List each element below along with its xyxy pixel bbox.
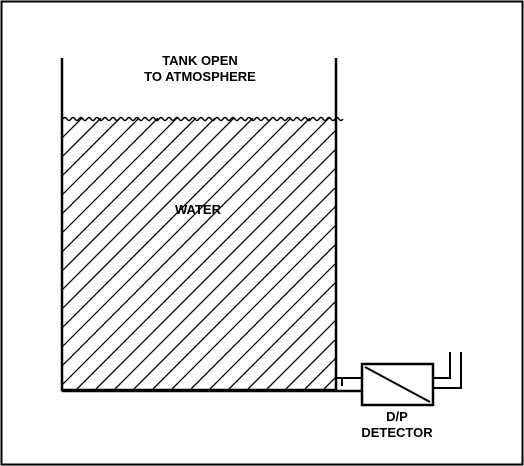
hatch-line [63,118,292,347]
hatch-line [228,281,336,389]
hatch-line [266,319,336,389]
hatch-line [63,118,178,233]
detector-label-line2: DETECTOR [361,425,433,440]
hatch-line [63,118,64,119]
hatch-line [133,186,336,389]
dp-detector-diaphragm [364,366,431,403]
hatch-line [63,118,235,290]
high-side-impulse-line [336,377,362,386]
hatch-line [95,148,336,389]
hatch-line [343,118,524,389]
water-label: WATER [175,202,222,217]
hatch-line [63,118,311,366]
tank-label-line2: TO ATMOSPHERE [144,69,256,84]
hatch-line [114,167,336,389]
hatch-line [323,376,336,389]
hatch-line [63,118,197,252]
hatch-line [63,118,216,271]
hatch-line [400,118,524,389]
hatch-line [285,338,336,389]
hatch-line [438,118,524,389]
dp-detector [360,362,435,407]
hatch-line [171,224,336,389]
hatch-line [362,118,524,389]
hatch-line [63,118,83,138]
hatch-line [247,300,336,389]
hatch-line [190,243,336,389]
hatch-line [63,118,121,176]
tank-label-line1: TANK OPEN [162,53,238,68]
hatch-line [209,262,336,389]
tank-walls [60,58,338,392]
low-side-vent-pipe [433,352,462,389]
hatch-line [63,118,273,328]
hatch-line [476,118,524,389]
hatch-line [381,118,524,389]
hatch-line [63,118,254,309]
water-surface [62,116,344,122]
hatch-line [63,118,330,385]
water-hatching [63,118,524,389]
hatch-line [495,118,524,389]
hatch-line [152,205,336,389]
hatch-line [457,118,524,389]
hatch-line [304,357,336,389]
hatch-line [63,118,140,195]
hatch-line [63,118,102,157]
hatch-line [63,118,159,214]
hatch-line [419,118,524,389]
detector-label-line1: D/P [386,409,408,424]
hatch-line [76,129,336,389]
